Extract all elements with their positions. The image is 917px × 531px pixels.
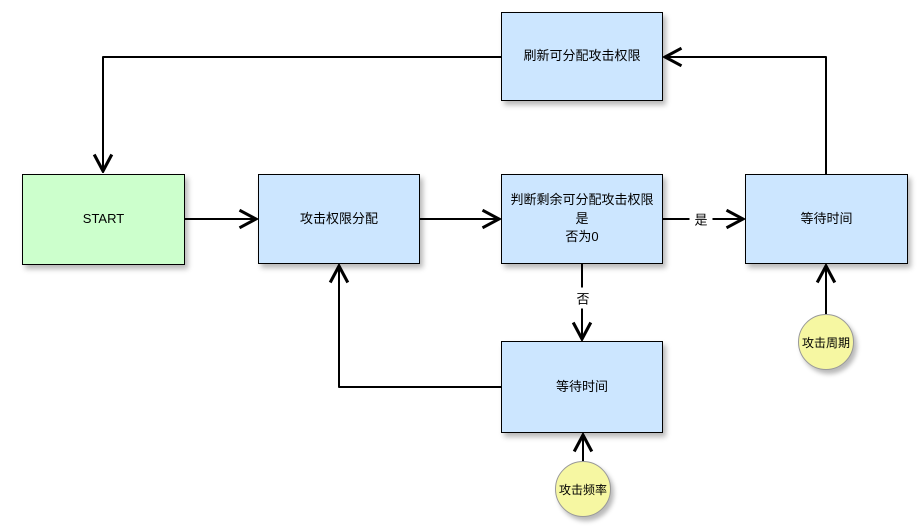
node-wait-right-label: 等待时间: [800, 210, 853, 226]
node-decision-label: 判断剩余可分配攻击权限是 否为0: [507, 191, 657, 248]
node-attack-frequency-label: 攻击频率: [558, 482, 607, 497]
node-refresh-permissions[interactable]: 刷新可分配攻击权限: [501, 12, 663, 101]
node-attack-permission-allocation[interactable]: 攻击权限分配: [258, 174, 420, 264]
edge-label-yes: 是: [689, 208, 713, 230]
node-alloc-label: 攻击权限分配: [299, 210, 378, 226]
node-decision-label-line2: 否为0: [565, 229, 599, 245]
node-decision-remaining-zero[interactable]: 判断剩余可分配攻击权限是 否为0: [501, 174, 663, 264]
node-refresh-label: 刷新可分配攻击权限: [523, 48, 641, 64]
node-wait-time-right[interactable]: 等待时间: [745, 174, 908, 264]
node-wait-bottom-label: 等待时间: [555, 378, 608, 394]
edge-refresh-to-start: [103, 56, 502, 171]
node-attack-cycle[interactable]: 攻击周期: [798, 314, 854, 370]
node-attack-cycle-label: 攻击周期: [801, 335, 850, 350]
node-start-label: START: [82, 211, 125, 227]
node-wait-time-bottom[interactable]: 等待时间: [501, 341, 663, 433]
edge-label-no: 否: [571, 287, 595, 309]
node-start[interactable]: START: [22, 174, 185, 265]
node-decision-label-line1: 判断剩余可分配攻击权限是: [510, 191, 654, 226]
edge-wait-right-to-refresh: [665, 57, 827, 175]
edge-wait-bottom-to-alloc: [339, 266, 502, 388]
node-attack-frequency[interactable]: 攻击频率: [555, 461, 611, 517]
